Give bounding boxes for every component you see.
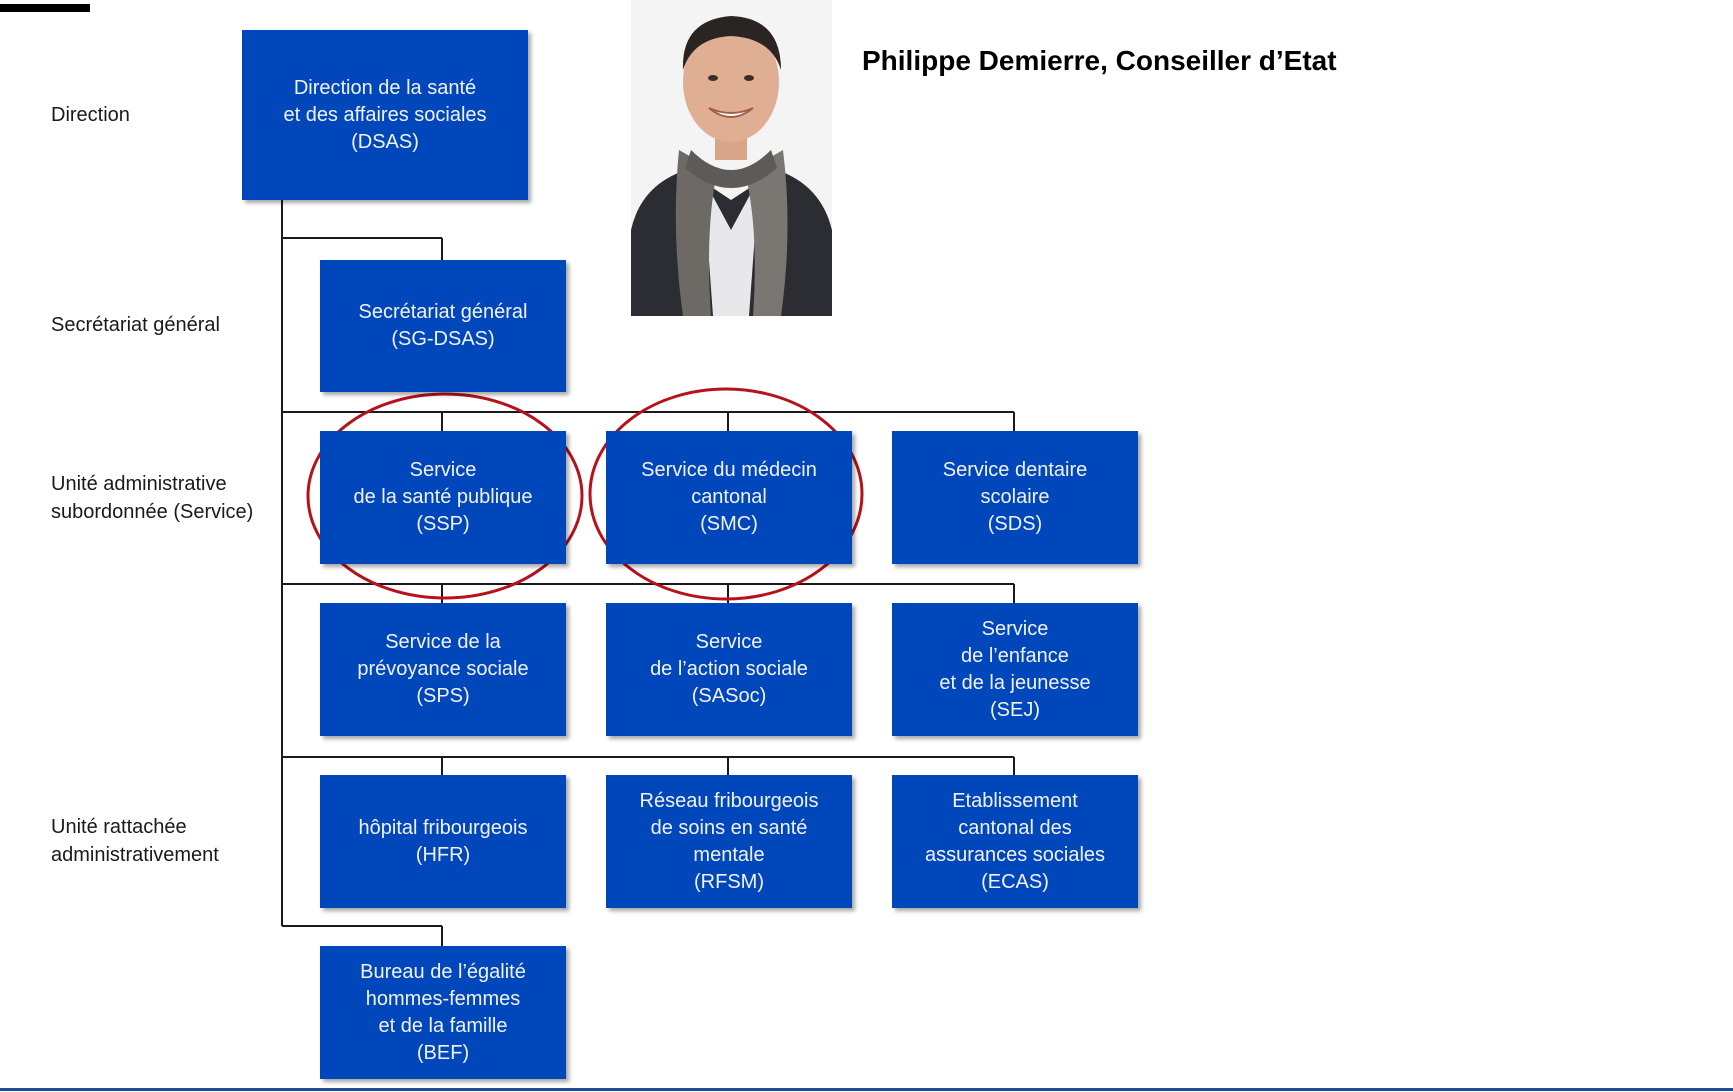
- top-accent-bar: [0, 4, 90, 12]
- unit-box-sps: Service de la prévoyance sociale (SPS): [320, 603, 566, 736]
- page-heading: Philippe Demierre, Conseiller d’Etat: [862, 45, 1337, 76]
- unit-box-rfsm: Réseau fribourgeois de soins en santé me…: [606, 775, 852, 908]
- highlight-ellipse-ssp: [306, 392, 584, 600]
- unit-box-ecas: Etablissement cantonal des assurances so…: [892, 775, 1138, 908]
- level-label-direction: Direction: [51, 104, 130, 126]
- highlight-ellipse-smc: [588, 387, 864, 601]
- unit-box-sg: Secrétariat général (SG-DSAS): [320, 260, 566, 392]
- unit-box-ssp: Service de la santé publique (SSP): [320, 431, 566, 564]
- level-label-service: Unité administrative subordonnée (Servic…: [51, 473, 254, 523]
- level-label-rattachee: Unité rattachée administrativement: [51, 816, 219, 866]
- level-label-secretariat: Secrétariat général: [51, 314, 220, 336]
- unit-box-smc: Service du médecin cantonal (SMC): [606, 431, 852, 564]
- unit-box-bef: Bureau de l’égalité hommes-femmes et de …: [320, 946, 566, 1079]
- portrait-photo: [631, 0, 832, 316]
- unit-box-sasoc: Service de l’action sociale (SASoc): [606, 603, 852, 736]
- unit-box-hfr: hôpital fribourgeois (HFR): [320, 775, 566, 908]
- unit-box-sej: Service de l’enfance et de la jeunesse (…: [892, 603, 1138, 736]
- unit-box-dsas: Direction de la santé et des affaires so…: [242, 30, 528, 200]
- unit-box-sds: Service dentaire scolaire (SDS): [892, 431, 1138, 564]
- bottom-divider: [0, 1088, 1733, 1091]
